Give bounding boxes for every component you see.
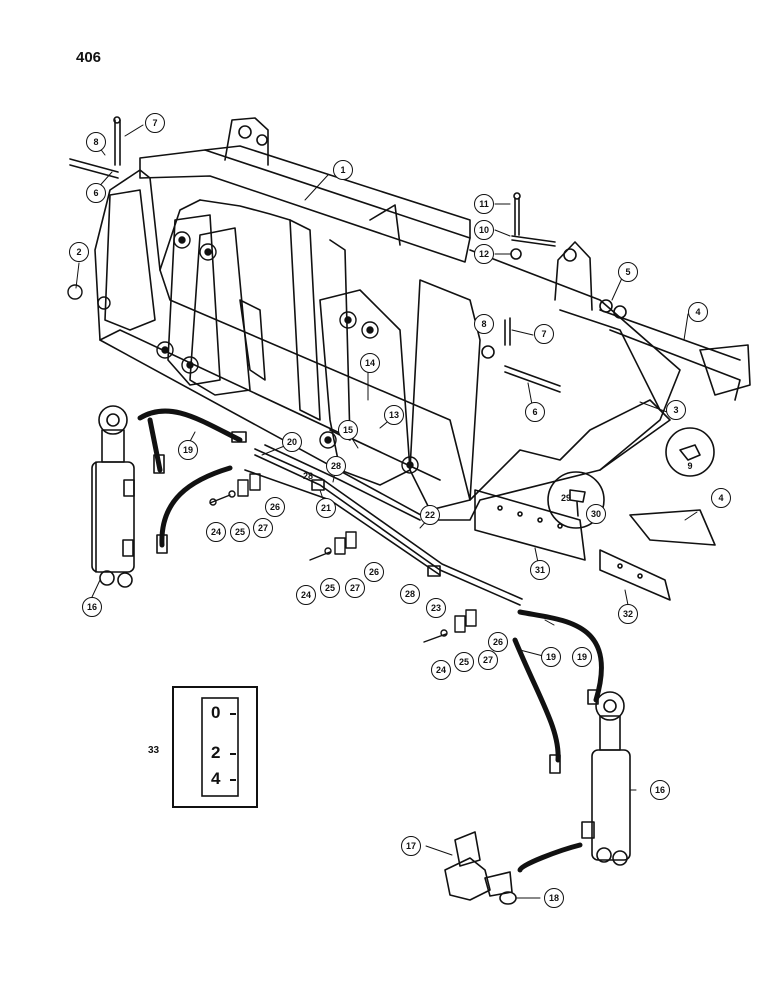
callout-5: 5	[618, 262, 638, 282]
callout-20: 20	[282, 432, 302, 452]
callout-19-right: 19	[572, 647, 592, 667]
elbow-fitting	[444, 831, 517, 905]
callout-3: 3	[666, 400, 686, 420]
bucket-body	[94, 169, 671, 521]
callout-28-b: 28	[400, 584, 420, 604]
callout-4-edge: 4	[711, 488, 731, 508]
callout-8-left: 8	[86, 132, 106, 152]
bucket-ribs	[104, 189, 481, 511]
gauge-value-0: 0	[211, 703, 221, 722]
steel-tubes	[244, 444, 523, 606]
gauge-value-4: 4	[211, 769, 221, 788]
gauge-value-2: 2	[211, 743, 221, 762]
left-cylinder	[91, 405, 135, 588]
callout-32: 32	[618, 604, 638, 624]
callout-10: 10	[474, 220, 494, 240]
callout-27-a: 27	[253, 518, 273, 538]
page-number: 406	[76, 49, 102, 66]
callout-30: 30	[586, 504, 606, 524]
callout-1: 1	[333, 160, 353, 180]
callout-6-left: 6	[86, 183, 106, 203]
callout-27-c: 27	[478, 650, 498, 670]
callout-11: 11	[474, 194, 494, 214]
callout-2: 2	[69, 242, 89, 262]
callout-7-right: 7	[534, 324, 554, 344]
callout-13: 13	[384, 405, 404, 425]
callout-12: 12	[474, 244, 494, 264]
bucket-top-frame	[139, 145, 471, 263]
callout-26-c: 26	[488, 632, 508, 652]
callout-17: 17	[401, 836, 421, 856]
bolt-detail	[547, 471, 605, 529]
callout-8-right: 8	[474, 314, 494, 334]
cutting-edges	[474, 489, 716, 601]
right-frame-bracket	[469, 249, 751, 471]
callout-22: 22	[420, 505, 440, 525]
clamp-hardware	[209, 473, 477, 643]
callout-25-a: 25	[230, 522, 250, 542]
pin-hardware-right	[481, 192, 627, 393]
hose-ends	[153, 431, 599, 774]
callout-18: 18	[544, 888, 564, 908]
detail-9-fitting	[665, 427, 715, 477]
gauge-frame	[201, 697, 239, 797]
callout-16-right: 16	[650, 780, 670, 800]
callout-27-b: 27	[345, 578, 365, 598]
callout-16-left: 16	[82, 597, 102, 617]
callout-26-a: 26	[265, 497, 285, 517]
callout-19-mid: 19	[541, 647, 561, 667]
top-lugs	[224, 117, 593, 311]
callout-24-a: 24	[206, 522, 226, 542]
callout-25-c: 25	[454, 652, 474, 672]
callout-24-c: 24	[431, 660, 451, 680]
bucket-level-gauge: 0 2 4	[172, 686, 258, 808]
callout-9: 9	[687, 461, 693, 471]
callout-6-right: 6	[525, 402, 545, 422]
right-cylinder	[581, 691, 631, 866]
callout-29: 29	[560, 493, 571, 503]
callout-25-b: 25	[320, 578, 340, 598]
callout-15: 15	[338, 420, 358, 440]
callout-19-left: 19	[178, 440, 198, 460]
callout-31: 31	[530, 560, 550, 580]
gauge-label: 33	[148, 745, 160, 756]
pin-hardware-top-left	[69, 116, 121, 179]
callout-28-a: 28	[326, 456, 346, 476]
callout-7-left: 7	[145, 113, 165, 133]
callout-21: 21	[316, 498, 336, 518]
pivot-bosses	[67, 231, 419, 474]
hydraulic-hoses	[137, 408, 604, 873]
callout-26-b: 26	[364, 562, 384, 582]
callout-23: 23	[426, 598, 446, 618]
callout-28-c: 28	[302, 471, 313, 481]
callout-14: 14	[360, 353, 380, 373]
callout-24-b: 24	[296, 585, 316, 605]
callout-4: 4	[688, 302, 708, 322]
